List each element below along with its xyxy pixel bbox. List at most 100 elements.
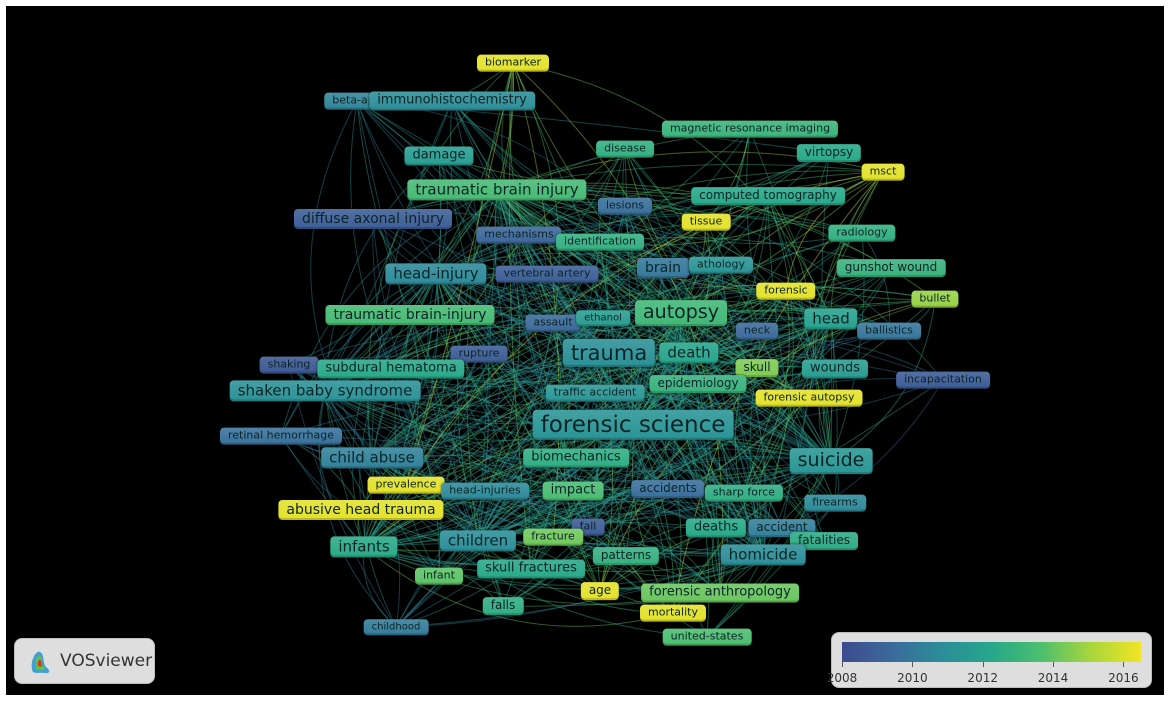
keyword-node-gunshot-wound[interactable]: gunshot wound: [836, 259, 946, 277]
keyword-node-age[interactable]: age: [580, 582, 620, 600]
keyword-node-impact[interactable]: impact: [542, 481, 604, 501]
keyword-node-wounds[interactable]: wounds: [801, 359, 869, 379]
keyword-node-computed-tomography[interactable]: computed tomography: [691, 187, 845, 205]
keyword-node-magnetic-resonance-imaging[interactable]: magnetic resonance imaging: [661, 120, 839, 138]
keyword-node-head[interactable]: head: [804, 308, 858, 330]
keyword-node-shaking[interactable]: shaking: [259, 356, 319, 374]
link-177: [705, 221, 832, 462]
keyword-node-head-injuries[interactable]: head-injuries: [441, 482, 529, 500]
keyword-node-virtopsy[interactable]: virtopsy: [796, 144, 862, 162]
link-159: [324, 390, 574, 492]
link-667: [552, 322, 579, 492]
keyword-node-mechanisms[interactable]: mechanisms: [476, 226, 562, 244]
keyword-node-skull[interactable]: skull: [735, 359, 779, 377]
keyword-node-bullet[interactable]: bullet: [911, 290, 959, 308]
keyword-node-biomarker[interactable]: biomarker: [476, 54, 550, 72]
link-82: [608, 352, 764, 556]
keyword-node-accidents[interactable]: accidents: [631, 480, 705, 498]
keyword-node-suicide[interactable]: suicide: [789, 448, 873, 474]
link-522: [477, 318, 832, 542]
keyword-node-epidemiology[interactable]: epidemiology: [649, 375, 747, 393]
link-464: [624, 205, 690, 354]
link-354: [288, 364, 373, 459]
link-655: [720, 264, 760, 369]
keyword-node-deaths[interactable]: deaths: [685, 518, 747, 538]
link-544: [743, 171, 884, 494]
link-143: [324, 284, 936, 392]
keyword-node-ballistics[interactable]: ballistics: [857, 322, 921, 340]
link-513: [575, 318, 832, 459]
keyword-node-damage[interactable]: damage: [404, 146, 474, 166]
keyword-node-radiology[interactable]: radiology: [828, 224, 896, 242]
link-645: [350, 100, 392, 370]
link-114: [665, 312, 682, 490]
keyword-node-forensic-anthropology[interactable]: forensic anthropology: [641, 583, 799, 603]
keyword-node-immunohistochemistry[interactable]: immunohistochemistry: [369, 91, 535, 111]
keyword-node-prevalence[interactable]: prevalence: [367, 476, 445, 494]
legend-tick-label-2012: 2012: [967, 671, 998, 685]
link-484: [688, 352, 717, 529]
keyword-node-disease[interactable]: disease: [596, 140, 654, 158]
keyword-node-united-states[interactable]: united-states: [662, 628, 752, 646]
keyword-node-trauma[interactable]: trauma: [562, 338, 656, 368]
keyword-node-firearms[interactable]: firearms: [804, 494, 866, 512]
keyword-node-mortality[interactable]: mortality: [640, 604, 706, 622]
keyword-node-child-abuse[interactable]: child abuse: [321, 447, 423, 469]
keyword-node-sharp-force[interactable]: sharp force: [704, 484, 784, 502]
keyword-node-forensic[interactable]: forensic: [756, 282, 816, 300]
link-47: [356, 100, 610, 354]
link-596: [781, 379, 944, 529]
keyword-node-forensic-science[interactable]: forensic science: [532, 409, 734, 441]
keyword-node-skull-fractures[interactable]: skull fractures: [477, 559, 585, 579]
keyword-node-assault[interactable]: assault: [525, 314, 581, 332]
link-516: [743, 318, 832, 494]
vosviewer-logo: VOSviewer: [14, 638, 155, 684]
keyword-node-traffic-accident[interactable]: traffic accident: [545, 384, 645, 402]
keyword-node-fatalities[interactable]: fatalities: [790, 532, 858, 550]
keyword-node-homicide[interactable]: homicide: [720, 544, 806, 566]
keyword-node-rupture[interactable]: rupture: [450, 345, 508, 363]
keyword-node-lesions[interactable]: lesions: [597, 197, 653, 215]
keyword-node-tissue[interactable]: tissue: [681, 213, 731, 231]
keyword-node-patterns[interactable]: patterns: [592, 547, 660, 565]
link-315: [435, 273, 944, 381]
keyword-node-children[interactable]: children: [439, 530, 517, 552]
link-393: [390, 368, 764, 556]
keyword-node-falls[interactable]: falls: [482, 597, 524, 615]
keyword-node-fracture[interactable]: fracture: [523, 528, 583, 546]
keyword-node-infants[interactable]: infants: [330, 536, 398, 558]
keyword-node-forensic-autopsy[interactable]: forensic autopsy: [755, 389, 863, 407]
keyword-node-traumatic-brain-injury[interactable]: traumatic brain-injury: [325, 304, 495, 326]
link-371: [371, 457, 440, 577]
link-404: [363, 546, 764, 586]
link-660: [390, 267, 892, 383]
keyword-node-identification[interactable]: identification: [556, 233, 644, 251]
keyword-node-neck[interactable]: neck: [735, 322, 779, 340]
link-578: [438, 155, 884, 194]
keyword-node-childhood[interactable]: childhood: [363, 619, 429, 635]
keyword-node-subdural-hematoma[interactable]: subdural hematoma: [317, 359, 465, 379]
keyword-node-traumatic-brain-injury[interactable]: traumatic brain injury: [407, 179, 587, 201]
keyword-node-biomechanics[interactable]: biomechanics: [523, 448, 629, 468]
link-647: [438, 155, 589, 528]
keyword-node-abusive-head-trauma[interactable]: abusive head trauma: [278, 499, 444, 521]
keyword-node-infant[interactable]: infant: [415, 567, 463, 585]
keyword-node-autopsy[interactable]: autopsy: [635, 300, 727, 326]
link-176: [372, 218, 832, 462]
keyword-node-brain[interactable]: brain: [637, 257, 689, 279]
keyword-node-vertebral-artery[interactable]: vertebral artery: [495, 265, 599, 283]
keyword-node-ethanol[interactable]: ethanol: [576, 310, 630, 326]
keyword-node-death[interactable]: death: [659, 342, 719, 364]
keyword-node-retinal-hemorrhage[interactable]: retinal hemorrhage: [220, 427, 342, 445]
keyword-node-diffuse-axonal-injury[interactable]: diffuse axonal injury: [293, 208, 453, 230]
link-163: [324, 390, 783, 529]
link-254: [494, 189, 627, 557]
keyword-node-shaken-baby-syndrome[interactable]: shaken baby syndrome: [229, 380, 421, 402]
link-294: [363, 521, 717, 548]
keyword-node-athology[interactable]: athology: [688, 256, 754, 274]
keyword-node-incapacitation[interactable]: incapacitation: [896, 371, 990, 389]
link-154: [324, 383, 699, 441]
keyword-node-head-injury[interactable]: head-injury: [385, 263, 487, 285]
keyword-node-msct[interactable]: msct: [861, 163, 905, 181]
